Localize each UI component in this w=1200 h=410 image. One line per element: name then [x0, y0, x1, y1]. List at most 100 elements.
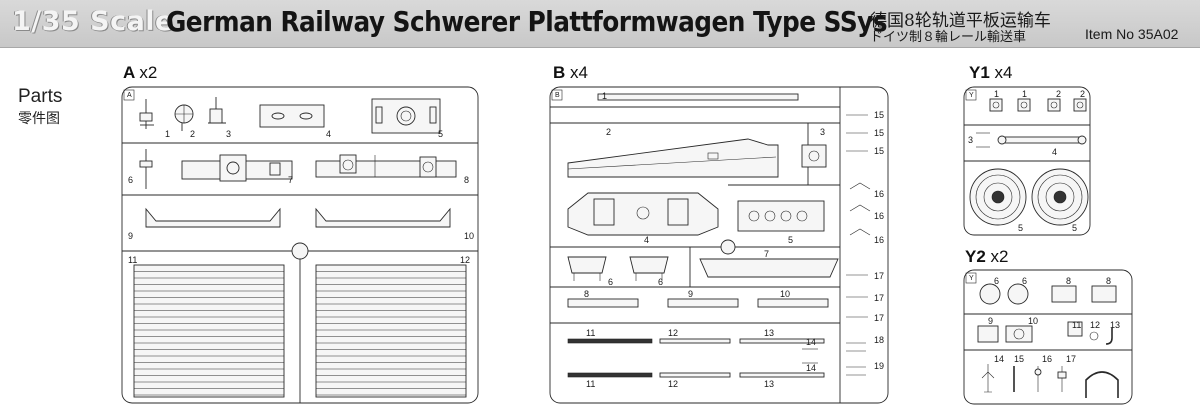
part-b19	[846, 366, 866, 376]
sprue-a-frame: A 1 2 3 4 5	[121, 86, 479, 404]
part-number-label: 12	[668, 328, 678, 338]
part-y1-5-wheel	[1031, 168, 1089, 226]
part-b11	[567, 338, 653, 378]
part-number-label: 13	[764, 328, 774, 338]
part-a11-deck-plate	[133, 264, 285, 398]
parts-heading: Parts	[18, 86, 63, 107]
product-title-chinese: 德国8轮轨道平板运输车	[870, 11, 1051, 31]
part-b12	[659, 338, 731, 378]
part-a10	[315, 207, 451, 228]
part-y1-4-axle	[997, 135, 1087, 145]
part-number-label: 7	[288, 175, 293, 185]
part-y2-8	[1051, 285, 1117, 303]
sprue-y2-name: Y2	[965, 247, 986, 266]
sprue-b-name: B	[553, 63, 566, 82]
sprue-b-count: x4	[570, 63, 588, 82]
part-number-label: 6	[1022, 276, 1027, 286]
part-number-label: 5	[1018, 223, 1023, 233]
part-number-label: 1	[1022, 89, 1027, 99]
sprue-y1-frame: Y 1 1 2 2 3 4 5 5	[963, 86, 1091, 236]
part-number-label: 11	[1072, 320, 1081, 330]
part-number-label: 14	[806, 363, 816, 373]
part-number-label: 12	[460, 255, 470, 265]
part-number-label: 11	[128, 255, 137, 265]
sprue-y2-frame: Y 6 6 8 8 9 10 11 12 13 14 15 16	[963, 269, 1133, 405]
part-number-label: 16	[1042, 354, 1052, 364]
part-y2-11	[1067, 321, 1083, 337]
part-number-label: 7	[764, 249, 769, 259]
part-number-label: 6	[608, 277, 613, 287]
part-y1-3	[976, 132, 990, 148]
part-b5	[737, 200, 825, 232]
part-number-label: 6	[128, 175, 133, 185]
sprue-a-tag: A	[127, 92, 132, 99]
part-number-label: 16	[874, 235, 884, 245]
part-number-label: 10	[464, 231, 474, 241]
part-y2-12	[1089, 331, 1099, 341]
part-number-label: 11	[586, 379, 595, 389]
part-b18	[846, 342, 866, 352]
part-a3	[208, 97, 226, 124]
part-number-label: 15	[874, 146, 884, 156]
part-number-label: 12	[1090, 320, 1100, 330]
part-number-label: 15	[1014, 354, 1024, 364]
part-a8	[315, 154, 457, 178]
part-number-label: 19	[874, 361, 884, 371]
part-y2-16	[1034, 366, 1042, 392]
part-number-label: 15	[874, 128, 884, 138]
sprue-a-tag-box	[123, 89, 135, 101]
part-number-label: 16	[874, 189, 884, 199]
parts-heading-chinese: 零件图	[18, 111, 60, 127]
part-number-label: 3	[226, 129, 231, 139]
part-y2-10	[1005, 325, 1033, 343]
part-b4	[567, 192, 719, 236]
item-number: Item No 35A02	[1085, 26, 1179, 42]
sprue-gate-circle	[291, 242, 309, 260]
part-number-label: 13	[1110, 320, 1120, 330]
part-a12-deck-plate	[315, 264, 467, 398]
part-number-label: 9	[688, 289, 693, 299]
part-b15-column	[846, 114, 868, 152]
sprue-y2-title: Y2 x2	[965, 247, 1009, 267]
sprue-b-tag-box	[551, 89, 563, 101]
part-b6	[629, 256, 669, 281]
part-number-label: 4	[1052, 147, 1057, 157]
part-b16-column	[849, 182, 871, 236]
part-number-label: 2	[1080, 89, 1085, 99]
part-number-label: 10	[780, 289, 790, 299]
part-number-label: 8	[1106, 276, 1111, 286]
product-title: German Railway Schwerer Plattformwagen T…	[166, 5, 888, 38]
part-a5	[371, 98, 441, 134]
part-y1-1	[989, 98, 1031, 112]
part-number-label: 8	[1066, 276, 1071, 286]
part-number-label: 17	[874, 293, 884, 303]
sprue-y2-count: x2	[990, 247, 1009, 266]
part-y2-9	[977, 325, 999, 343]
part-b2	[567, 138, 779, 178]
part-y2-17	[1057, 366, 1067, 392]
part-number-label: 17	[874, 271, 884, 281]
part-number-label: 4	[326, 129, 331, 139]
sprue-y2-tag-box	[965, 272, 977, 284]
part-number-label: 14	[806, 337, 816, 347]
part-number-label: 9	[988, 316, 993, 326]
part-y2-6	[979, 283, 1029, 305]
part-a1	[139, 99, 154, 129]
sprue-y1-tag: Y	[969, 92, 974, 99]
part-number-label: 12	[668, 379, 678, 389]
sprue-a-count: x2	[139, 63, 158, 82]
part-number-label: 6	[658, 277, 663, 287]
product-title-japanese: ドイツ制８輪レール輸送車	[870, 30, 1027, 45]
part-y2-13-hook	[1105, 328, 1113, 345]
part-number-label: 16	[874, 211, 884, 221]
part-number-label: 5	[788, 235, 793, 245]
part-number-label: 5	[1072, 223, 1077, 233]
scale-label: 1/35 Scale	[12, 6, 174, 37]
part-b9	[667, 298, 739, 308]
part-b8	[567, 298, 639, 308]
part-a6	[139, 149, 153, 189]
sprue-b-outline	[549, 86, 889, 404]
sprue-b-tag: B	[555, 92, 560, 99]
sprue-y1-tag-box	[965, 89, 977, 101]
part-number-label: 17	[874, 313, 884, 323]
